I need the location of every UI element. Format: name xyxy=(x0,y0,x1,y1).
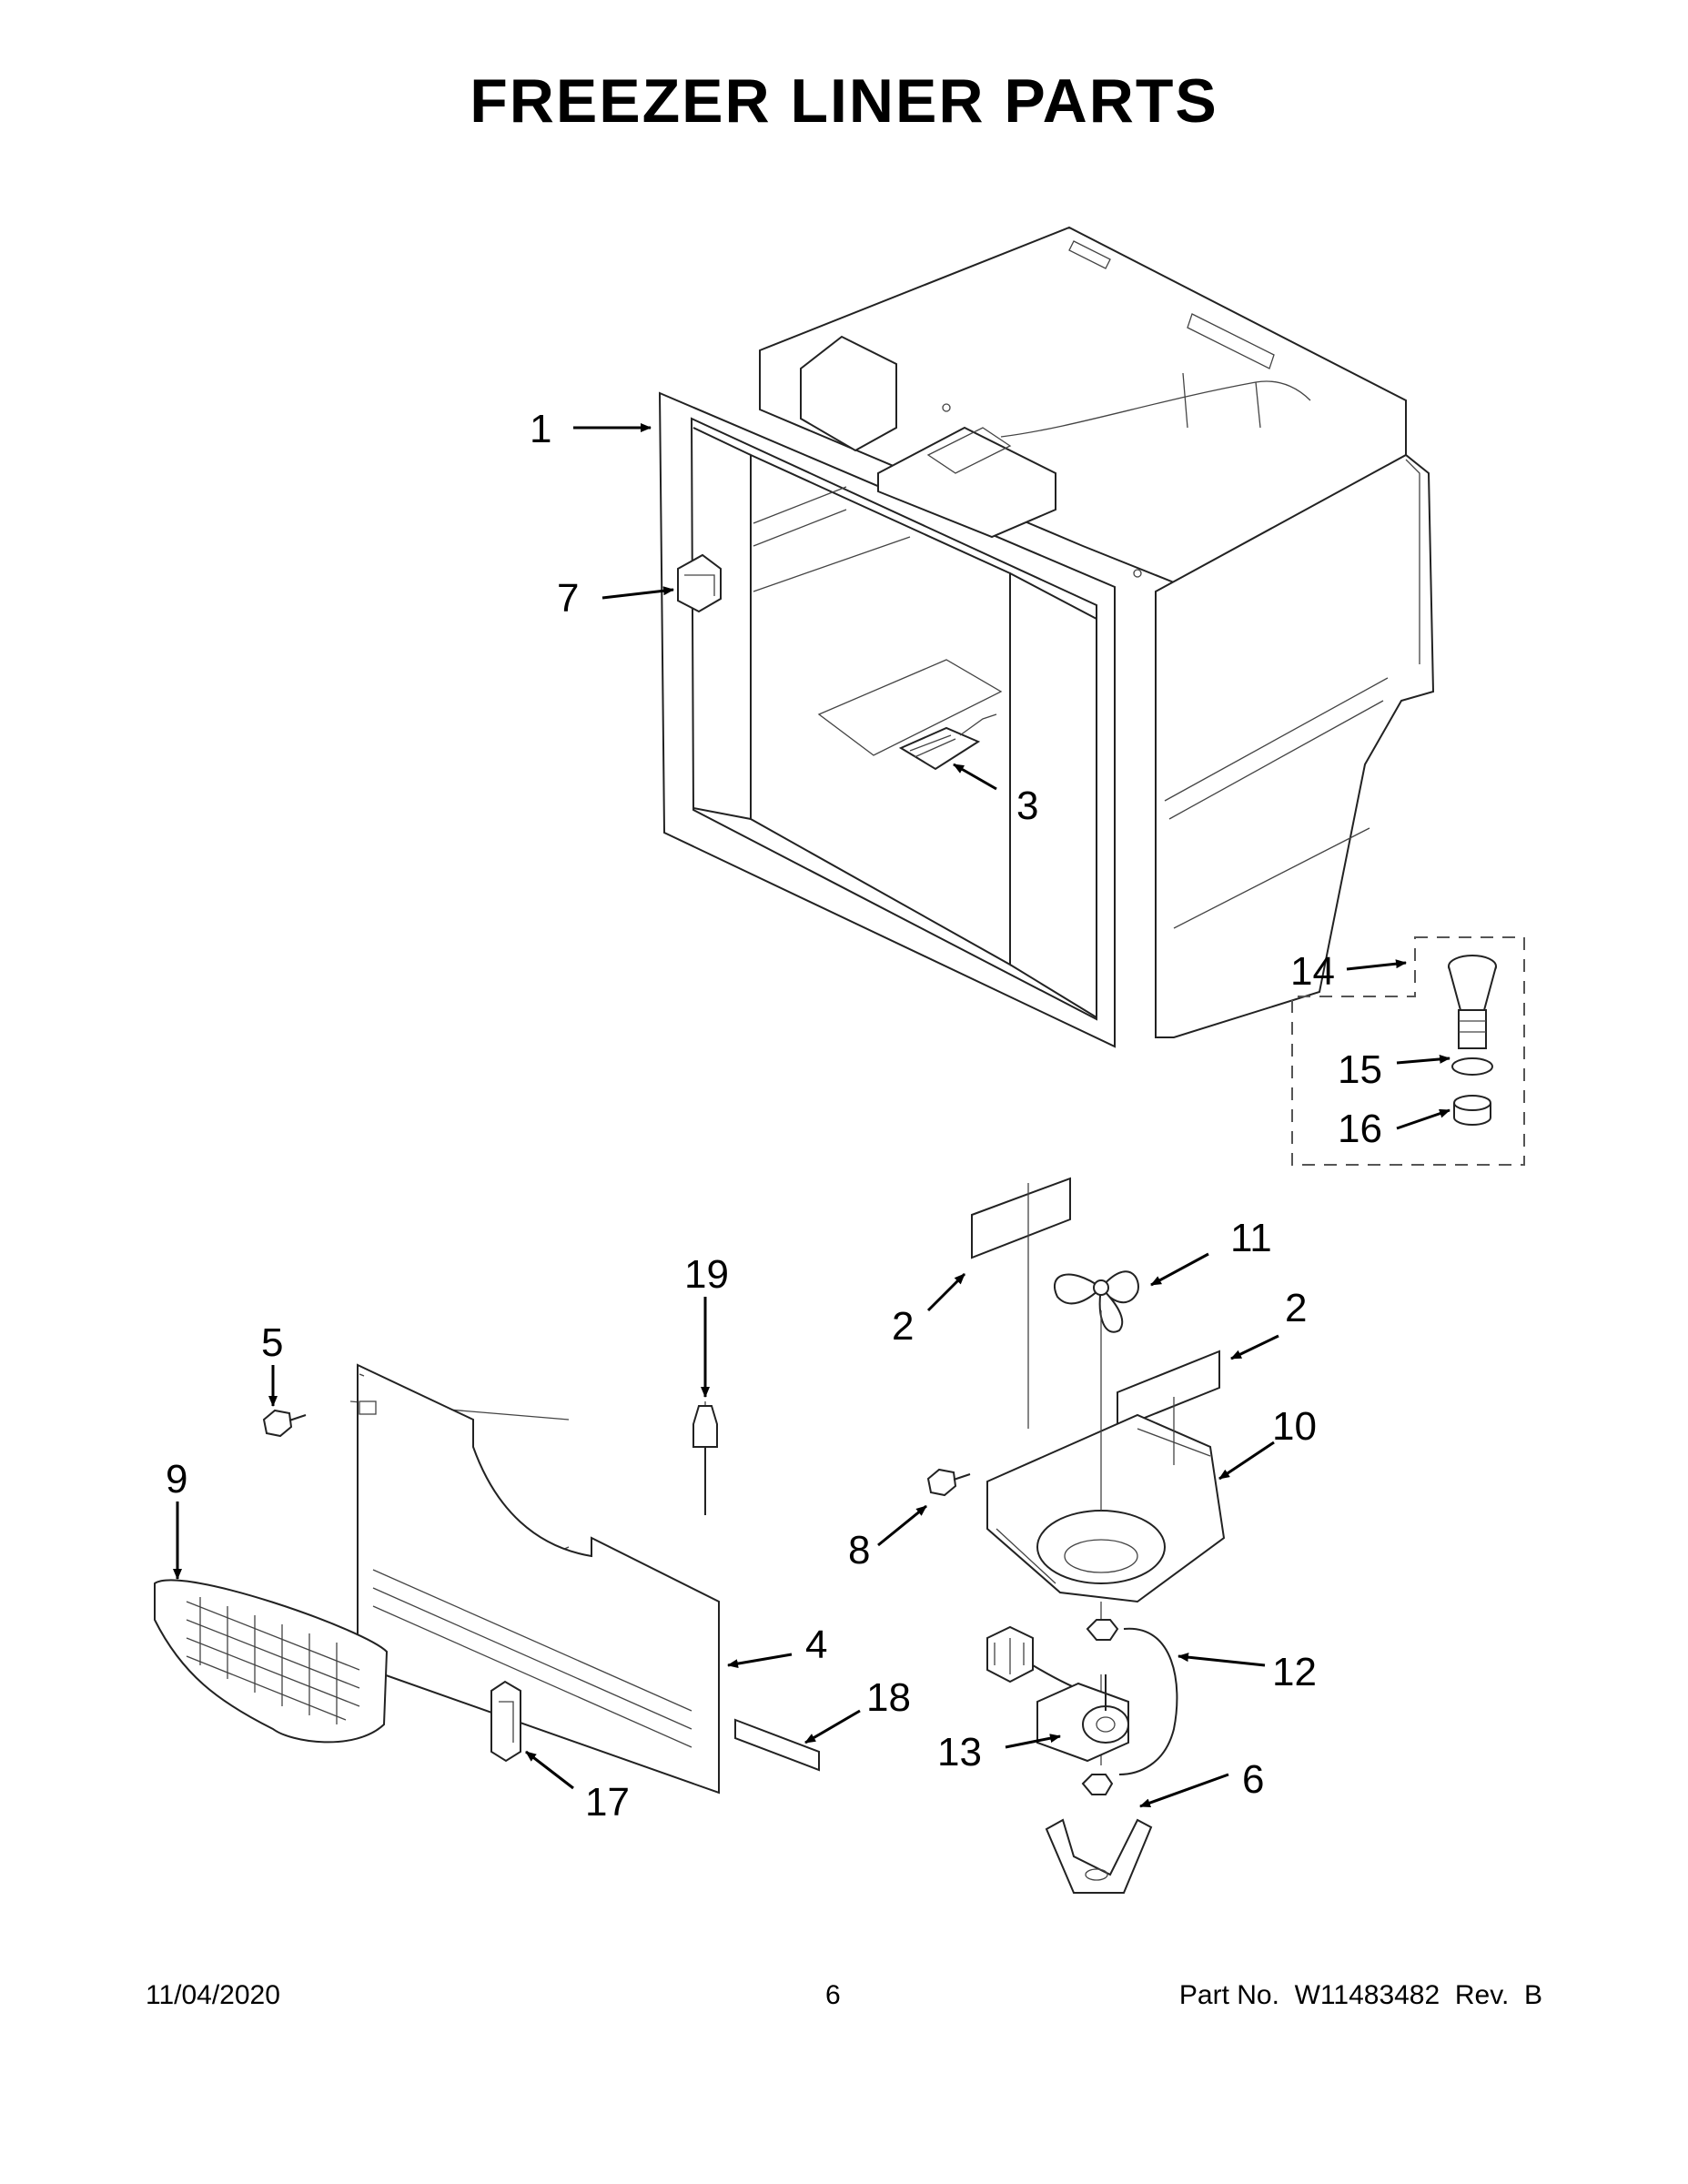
screw-part-5 xyxy=(262,1409,307,1438)
clip-part-17 xyxy=(490,1680,521,1763)
callout-10: 10 xyxy=(1272,1404,1317,1449)
callout-12: 12 xyxy=(1272,1650,1317,1694)
callout-14: 14 xyxy=(1290,949,1335,994)
callout-2-lower: 2 xyxy=(1285,1286,1307,1330)
callout-16: 16 xyxy=(1338,1107,1382,1151)
screw-part-8 xyxy=(926,1468,971,1497)
callout-5: 5 xyxy=(261,1320,283,1365)
plug-part-16 xyxy=(1453,1095,1491,1126)
callout-8: 8 xyxy=(848,1528,870,1572)
motor-bracket-part-6 xyxy=(1045,1774,1153,1894)
clamp-ring-part-15 xyxy=(1451,1057,1493,1076)
callout-17: 17 xyxy=(585,1780,630,1825)
footer-part-number: Part No. W11483482 Rev. B xyxy=(1178,1980,1542,2010)
page-title: FREEZER LINER PARTS xyxy=(470,66,1218,136)
evaporator-cover-part-4 xyxy=(357,1363,720,1795)
footer-date: 11/04/2020 xyxy=(146,1980,280,2010)
footer-page-number: 6 xyxy=(825,1980,841,2010)
callout-1: 1 xyxy=(530,407,551,451)
grille-part-9 xyxy=(154,1579,389,1744)
fan-shroud-part-10 xyxy=(986,1413,1226,1603)
drain-fitting-part-14 xyxy=(1448,955,1497,1049)
wire-harness-part-12 xyxy=(986,1619,1178,1775)
freezer-liner-part-1 xyxy=(658,226,1435,1048)
callout-13: 13 xyxy=(937,1730,982,1774)
callout-labels: 1 7 3 14 15 16 2 11 2 10 8 12 13 6 19 5 … xyxy=(166,407,1382,1825)
callout-2-upper: 2 xyxy=(892,1304,914,1349)
callout-4: 4 xyxy=(805,1623,827,1667)
callout-19: 19 xyxy=(684,1252,729,1297)
callout-9: 9 xyxy=(166,1457,187,1502)
thermistor-part-19 xyxy=(692,1405,718,1515)
sensor-part-3 xyxy=(898,713,997,771)
fan-blade-part-11 xyxy=(1054,1270,1139,1333)
foam-strip-part-18 xyxy=(734,1718,820,1772)
callout-18: 18 xyxy=(866,1675,911,1720)
callout-6: 6 xyxy=(1242,1757,1264,1802)
dashed-group-frame xyxy=(1291,936,1525,1166)
callout-arrows xyxy=(173,423,1450,1808)
insulation-strip-part-2-lower xyxy=(1117,1350,1220,1431)
fan-motor-part-13 xyxy=(1036,1674,1129,1763)
callout-11: 11 xyxy=(1230,1216,1272,1260)
callout-15: 15 xyxy=(1338,1047,1382,1092)
door-switch-part-7 xyxy=(677,553,722,613)
insulation-strip-part-2-upper xyxy=(971,1177,1071,1259)
callout-7: 7 xyxy=(557,576,579,621)
callout-3: 3 xyxy=(1016,784,1038,828)
